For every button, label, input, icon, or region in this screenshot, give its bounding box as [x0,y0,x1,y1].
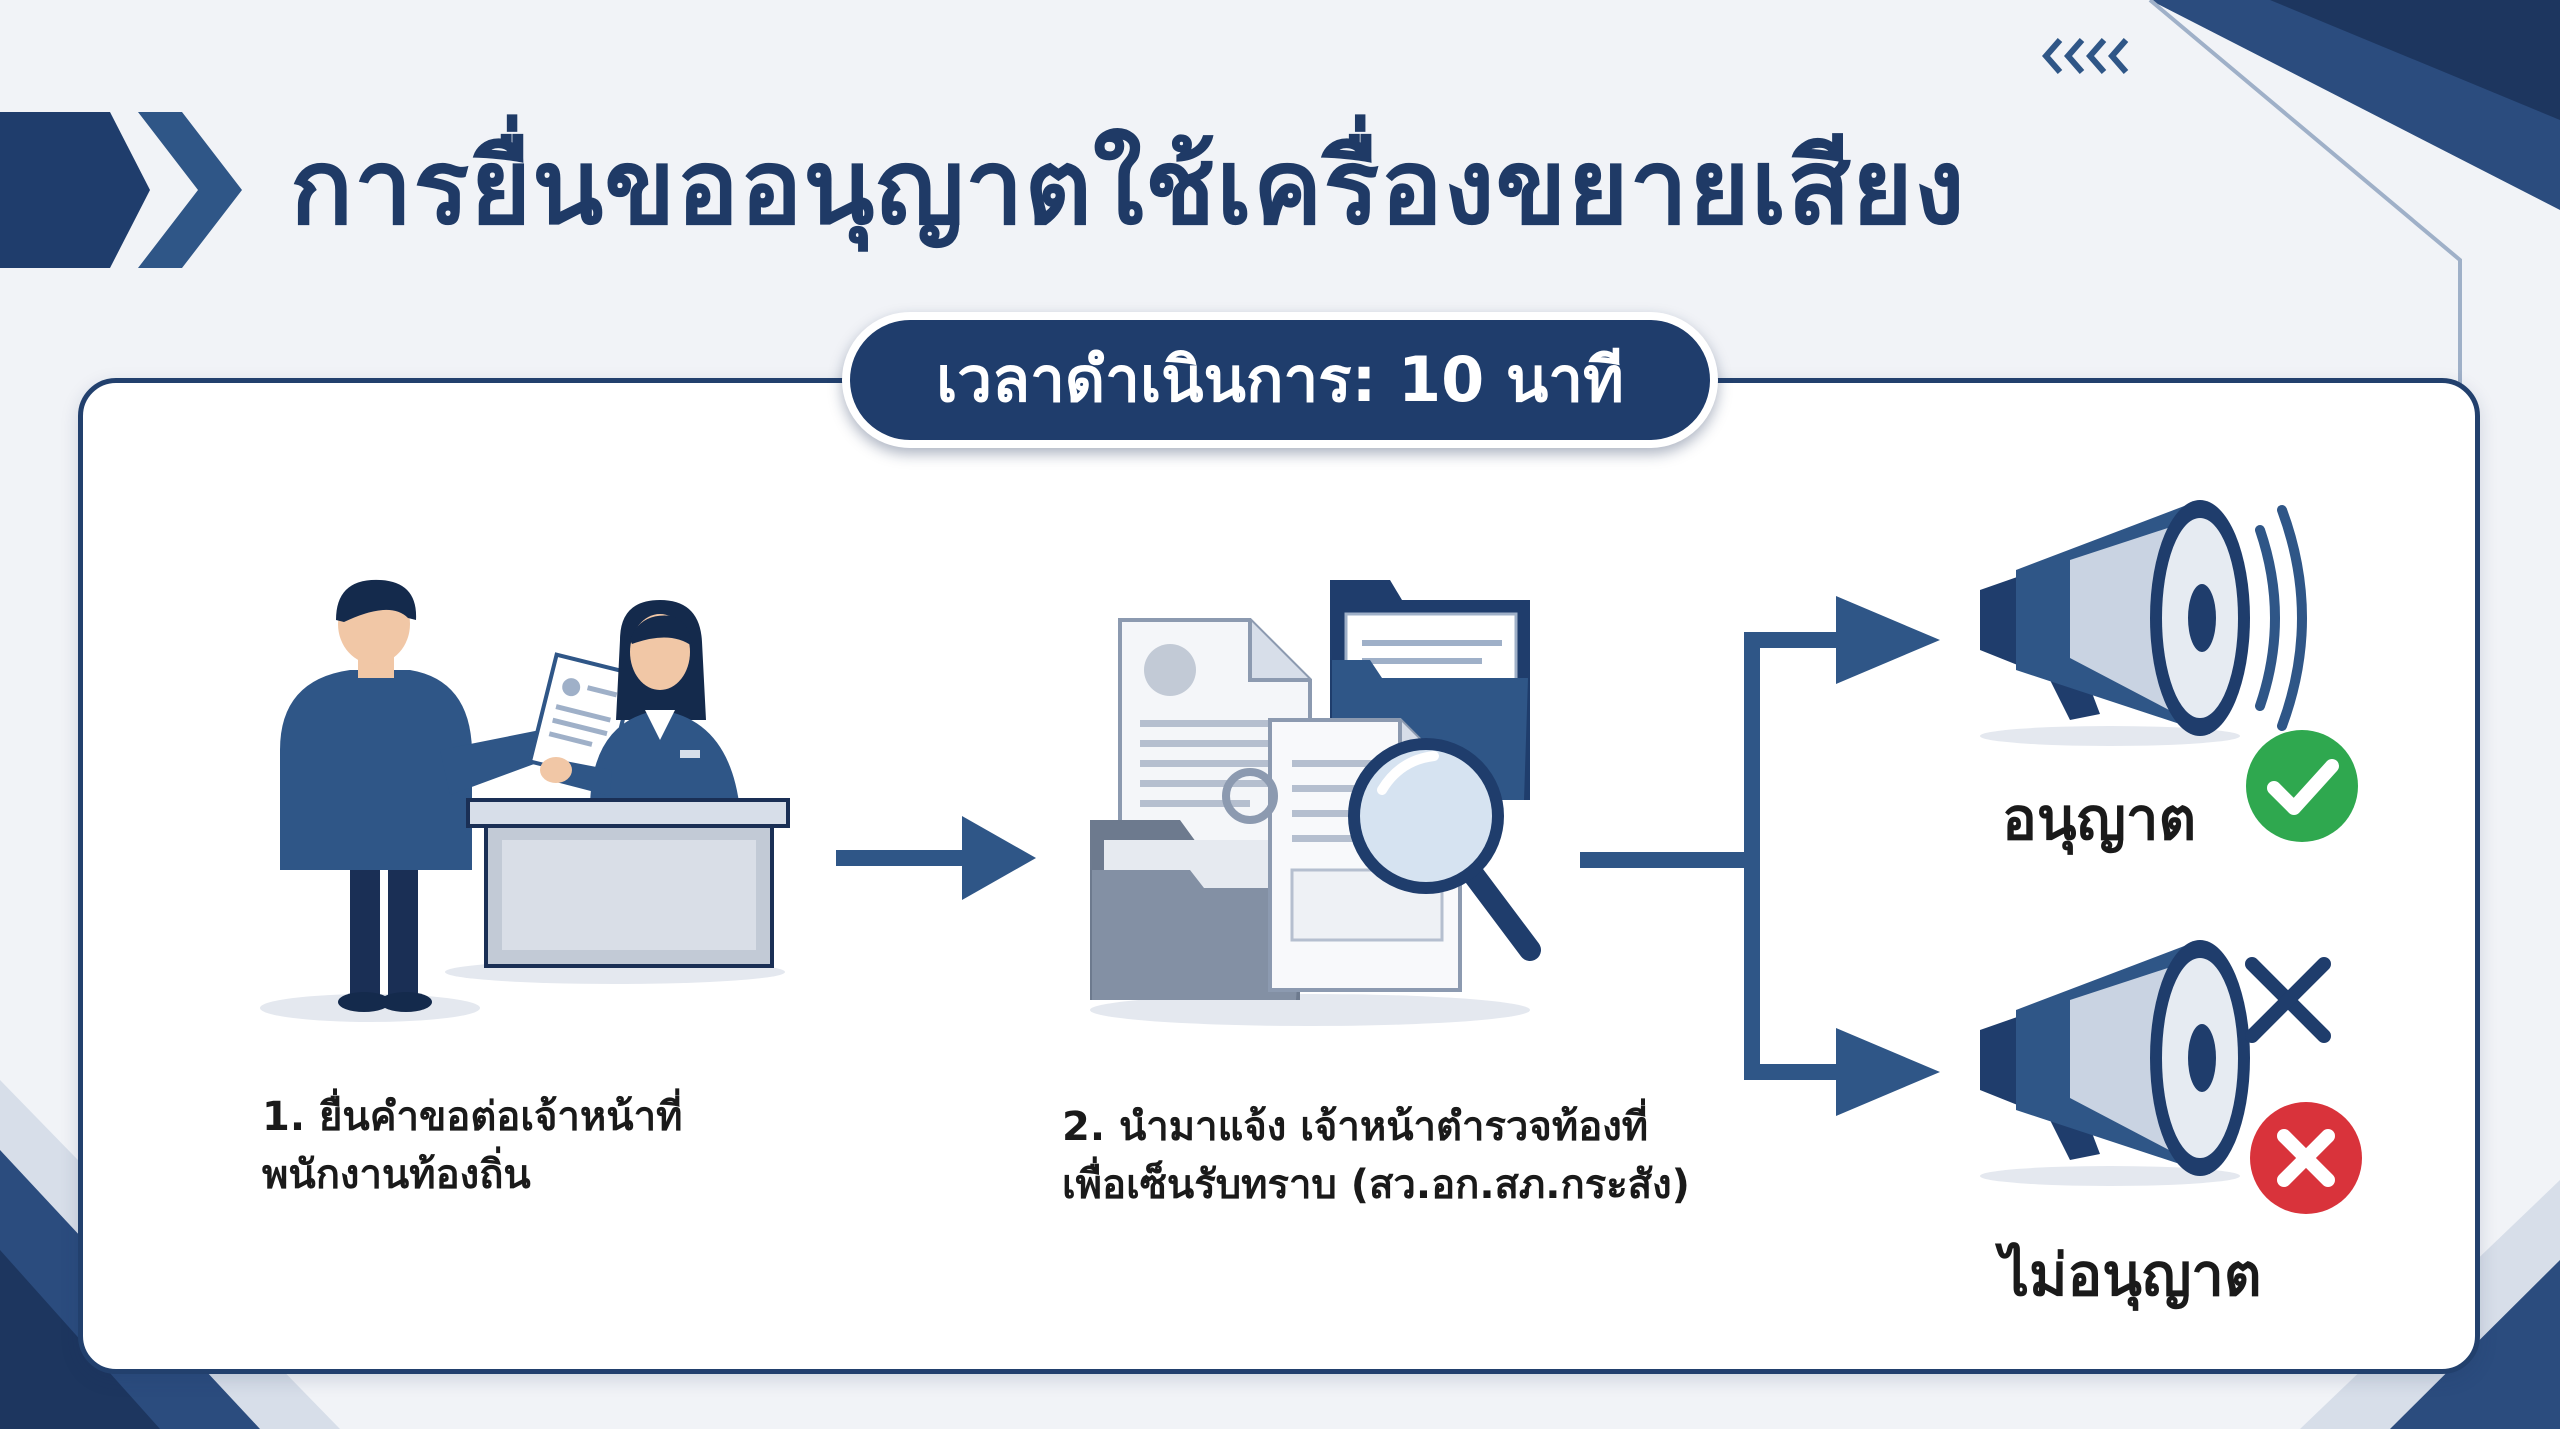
outcome-approved-label: อนุญาต [2002,785,2197,853]
cross-icon [2250,1102,2362,1214]
megaphone-off-icon [1960,930,2250,1194]
step-1-line2: พนักงานท้องถิ่น [262,1152,531,1198]
officer-counter-icon [240,560,820,1034]
branch-arrows-icon [1580,596,1940,1116]
step-2-text: 2. นำมาแจ้ง เจ้าหน้าตำรวจท้องที่ เพื่อเซ… [1062,1098,1690,1214]
mute-x-icon [2245,957,2331,1043]
flow-arrow-icon [836,816,1036,900]
outcome-denied-label: ไม่อนุญาต [2000,1241,2262,1309]
step-1-text: 1. ยื่นคำขอต่อเจ้าหน้าที่ พนักงานท้องถิ่… [262,1088,682,1204]
page-title: การยื่นขออนุญาตใช้เครื่องขยายเสียง [290,126,1966,248]
title-chevron-icon [0,112,242,268]
step-1-line1: 1. ยื่นคำขอต่อเจ้าหน้าที่ [262,1094,683,1140]
check-icon [2246,730,2358,842]
megaphone-on-icon [1960,490,2320,754]
chevrons-small-icon [2042,38,2129,74]
document-review-icon [1070,570,1550,1034]
step-2-line2: เพื่อเซ็นรับทราบ (สว.อก.สภ.กระสัง) [1062,1162,1690,1208]
duration-badge: เวลาดำเนินการ: 10 นาที [842,312,1718,448]
step-2-line1: 2. นำมาแจ้ง เจ้าหน้าตำรวจท้องที่ [1062,1104,1649,1150]
